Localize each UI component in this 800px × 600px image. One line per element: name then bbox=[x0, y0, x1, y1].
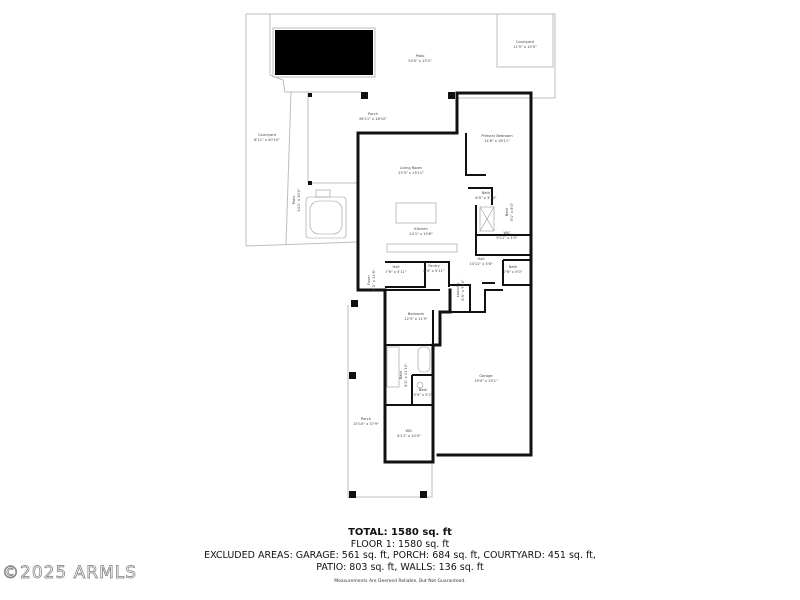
room-label: Courtyard bbox=[516, 40, 534, 44]
disclaimer: Measurements Are Deemed Reliable, But No… bbox=[334, 579, 466, 584]
room-dims: 8'0" x 3'10" bbox=[475, 196, 496, 200]
room-dims: 9'11" x 4'0" bbox=[496, 236, 517, 240]
room-label: Patio bbox=[416, 54, 425, 58]
room-label: Bedroom bbox=[408, 312, 425, 316]
room-dims: 9'1" x 8'0" bbox=[510, 202, 514, 221]
watermark: ©2025 ARMLS bbox=[2, 563, 138, 584]
room-dims: 19'0" x 33'1" bbox=[474, 379, 498, 383]
room-label: WIC bbox=[503, 231, 511, 235]
room-dims: 28'11" x 18'10" bbox=[359, 117, 387, 121]
room-dims: 6'5" x 7'10" bbox=[461, 279, 465, 300]
total-area: TOTAL: 1580 sq. ft bbox=[348, 527, 452, 538]
room-dims: 7'6" x 5'0" bbox=[504, 270, 523, 274]
pool bbox=[275, 30, 373, 75]
pillars bbox=[308, 92, 455, 498]
room-label: Hall bbox=[478, 257, 485, 261]
room-dims: 8'11" x 40'10" bbox=[254, 138, 280, 142]
room-label: Foyer bbox=[367, 275, 371, 285]
room-dims: 10'11" x 5'8" bbox=[469, 262, 493, 266]
room-label: Bath bbox=[509, 265, 517, 269]
excluded-areas-cont: PATIO: 803 sq. ft, WALLS: 136 sq. ft bbox=[316, 562, 484, 573]
room-label: Laundry bbox=[456, 282, 460, 298]
room-dims: 24'1" x 10'8" bbox=[409, 232, 433, 236]
room-label: Pantry bbox=[428, 264, 440, 268]
room-label: Patio bbox=[292, 196, 296, 205]
floor-plan: Patio 50'0" x 15'2" Courtyard 11'0" x 10… bbox=[245, 13, 556, 498]
room-label: Porch bbox=[368, 112, 378, 116]
room-dims: 50'0" x 15'2" bbox=[408, 59, 432, 63]
room-label: Living Room bbox=[400, 166, 423, 170]
room-label: Kitchen bbox=[414, 227, 428, 231]
room-label: Courtyard bbox=[258, 133, 276, 137]
room-dims: 14'2" x 30'0" bbox=[297, 188, 301, 212]
room-label: Primary Bedroom bbox=[481, 134, 513, 138]
room-dims: 6'4" x 5'11" bbox=[423, 269, 444, 273]
room-dims: 23'3" x 13'11" bbox=[398, 171, 424, 175]
floor-area: FLOOR 1: 1580 sq. ft bbox=[350, 539, 450, 550]
walls bbox=[356, 91, 533, 464]
room-dims: 11'0" x 10'0" bbox=[513, 45, 537, 49]
room-label: Bath bbox=[419, 388, 427, 392]
room-label: WIC bbox=[405, 429, 413, 433]
hot-tub bbox=[305, 189, 347, 239]
room-label: Garage bbox=[479, 374, 493, 378]
room-dims: 5'4" x 5'2" bbox=[414, 393, 433, 397]
room-label: Bath bbox=[482, 191, 490, 195]
room-dims: 8'11" x 10'4" bbox=[397, 434, 421, 438]
room-dims: 7'6" x 5'11" bbox=[385, 270, 406, 274]
room-dims: 12'3" x 11'9" bbox=[404, 317, 428, 321]
room-dims: 15'10" x 37'9" bbox=[353, 422, 379, 426]
room-dims: 8'0" x 11'10" bbox=[404, 363, 408, 387]
room-label: Bath bbox=[399, 371, 403, 379]
excluded-areas: EXCLUDED AREAS: GARAGE: 561 sq. ft, PORC… bbox=[204, 550, 596, 561]
fixtures bbox=[386, 202, 495, 389]
room-label: Hall bbox=[393, 265, 400, 269]
room-label: Bath bbox=[505, 208, 509, 216]
room-dims: 5'2" x 11'6" bbox=[372, 269, 376, 290]
room-label: Porch bbox=[361, 417, 371, 421]
room-labels: Patio 50'0" x 15'2" Courtyard 11'0" x 10… bbox=[254, 40, 537, 438]
room-dims: 14'6" x 18'11" bbox=[484, 139, 510, 143]
